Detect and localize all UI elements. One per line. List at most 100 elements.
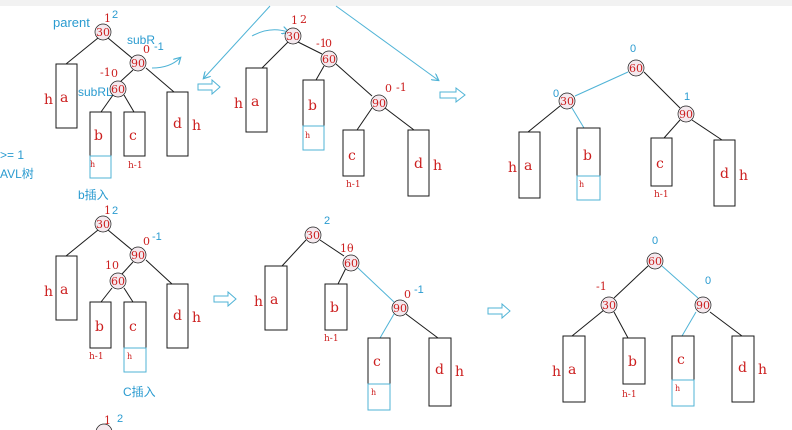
b-insert-label: b插入 [78, 188, 109, 202]
arrow-4 [487, 302, 511, 320]
h-new-5: h [371, 388, 376, 397]
node-90-label-2: 90 [372, 97, 386, 110]
subtree-a: a [60, 90, 68, 106]
bf-60-a: -1 [100, 66, 111, 79]
h-d-2: h [433, 158, 442, 174]
h-d-3: h [739, 168, 748, 184]
bf-30-6: -1 [596, 280, 607, 293]
subtree-a-3: a [524, 158, 532, 174]
diagram-6-result: 0 60 -1 30 0 90 h a b h-1 c h d h [552, 235, 767, 407]
bf-90-a: 0 [143, 43, 150, 56]
h-minus-1-3: h-1 [654, 190, 669, 200]
node-60 [109, 80, 127, 98]
bf-90-b: -1 [154, 41, 164, 53]
bf-60-6: 0 [652, 235, 658, 247]
subtree-d-6: d [738, 360, 747, 376]
diagram-5-mid: 30 2 60 1θ 90 0 -1 h a b h-1 c h d h [254, 215, 464, 411]
subtree-c-2: c [348, 148, 356, 164]
subtree-d-4: d [173, 308, 182, 324]
subtree-b: b [94, 128, 103, 144]
h-new-2: h [305, 131, 310, 140]
bf-30-a: 1 [104, 12, 111, 25]
bf-60-2b: 0 [325, 37, 332, 50]
h-d: h [192, 118, 201, 134]
bf-60-2a: -1 [316, 37, 327, 50]
node-60-label-5: 60 [344, 257, 358, 270]
h-a-3: h [508, 160, 517, 176]
h-minus-1-5: h-1 [324, 334, 339, 344]
bf-90-6: 0 [705, 275, 711, 287]
node-30-label: 30 [96, 26, 110, 39]
bf-30-4b: 2 [112, 205, 118, 217]
arrow-2 [439, 86, 466, 104]
diagram-3-result: 0 60 0 30 1 90 h a b h c h-1 d h [508, 43, 748, 207]
subtree-d-2: d [414, 156, 423, 172]
node-90-label-3: 90 [679, 108, 693, 121]
node-30-label-6: 30 [602, 299, 616, 312]
subtree-c-5: c [373, 354, 381, 370]
h-new-3: h [579, 180, 584, 189]
avl-label: AVL树 [0, 166, 34, 181]
subtree-d-3: d [720, 166, 729, 182]
node-60-label: 60 [111, 83, 125, 96]
subtree-a-4: a [60, 282, 68, 298]
bf-90-3: 1 [684, 91, 690, 103]
h-minus-1-2: h-1 [346, 180, 361, 190]
diagram-2-mid: 30 1 2 60 -1 0 90 0 -1 h a b h c h-1 d h [204, 5, 442, 197]
bf-30-4a: 1 [104, 204, 111, 217]
node-90-label: 90 [131, 57, 145, 70]
subtree-b-6: b [628, 354, 637, 370]
bf-90-5b: -1 [414, 284, 424, 296]
subtree-c-3: c [656, 156, 664, 172]
subtree-c-4: c [129, 319, 137, 335]
h-a-6: h [552, 364, 561, 380]
h-a: h [44, 92, 53, 108]
bf-30-2b: 2 [300, 13, 307, 26]
node-90-label-4: 90 [131, 249, 145, 262]
subr-label: subR [127, 33, 155, 47]
h-new-6: h [675, 384, 680, 393]
bf-90-4b: -1 [152, 231, 162, 243]
h-minus-1: h-1 [128, 161, 143, 171]
diagram-7-partial: 1 2 [95, 413, 123, 430]
h-minus-1-4: h-1 [89, 352, 104, 362]
node-30-label-3: 30 [560, 95, 574, 108]
h-minus-1-6: h-1 [622, 390, 637, 400]
node-60-label-2: 60 [322, 53, 336, 66]
bf-30-7b: 2 [117, 413, 123, 425]
subtree-c-6: c [677, 352, 685, 368]
h-a-2: h [234, 96, 243, 112]
bf-30-7a: 1 [104, 414, 111, 427]
bf-90-4a: 0 [143, 235, 150, 248]
diagram-4-before: 30 1 2 90 0 -1 60 10 h a b h-1 c h d h [44, 204, 201, 373]
c-insert-label: C插入 [123, 385, 156, 399]
subtree-b-4: b [95, 319, 104, 335]
h-d-4: h [192, 310, 201, 326]
node-90-label-6: 90 [696, 299, 710, 312]
node-30-label-5: 30 [306, 229, 320, 242]
h-d-5: h [455, 364, 464, 380]
h-new: h [90, 160, 95, 169]
subtree-c: c [129, 128, 137, 144]
subtree-d: d [173, 116, 182, 132]
node-90 [129, 54, 147, 72]
subtree-d-5: d [435, 362, 444, 378]
arrow-1 [197, 78, 221, 96]
node-30 [94, 23, 112, 41]
bf-60-5: 1θ [340, 242, 354, 255]
h-a-4: h [44, 284, 53, 300]
h-new-4: h [127, 352, 132, 361]
node-60-label-6: 60 [648, 255, 662, 268]
diagram-1-before: parent subR subRL 30 1 2 90 0 -1 60 -1 0… [44, 9, 201, 179]
subtree-a-6: a [568, 362, 576, 378]
bf-30-5: 2 [324, 215, 330, 227]
bf-90-2b: -1 [396, 81, 407, 94]
subtree-b-3: b [583, 148, 592, 164]
subtree-b-5: b [330, 300, 339, 316]
h-a-5: h [254, 294, 263, 310]
bf-30-b: 2 [112, 9, 118, 21]
node-30-label-2: 30 [286, 30, 300, 43]
subrl-label: subRL [78, 85, 113, 99]
bf-30-3: 0 [553, 88, 559, 100]
